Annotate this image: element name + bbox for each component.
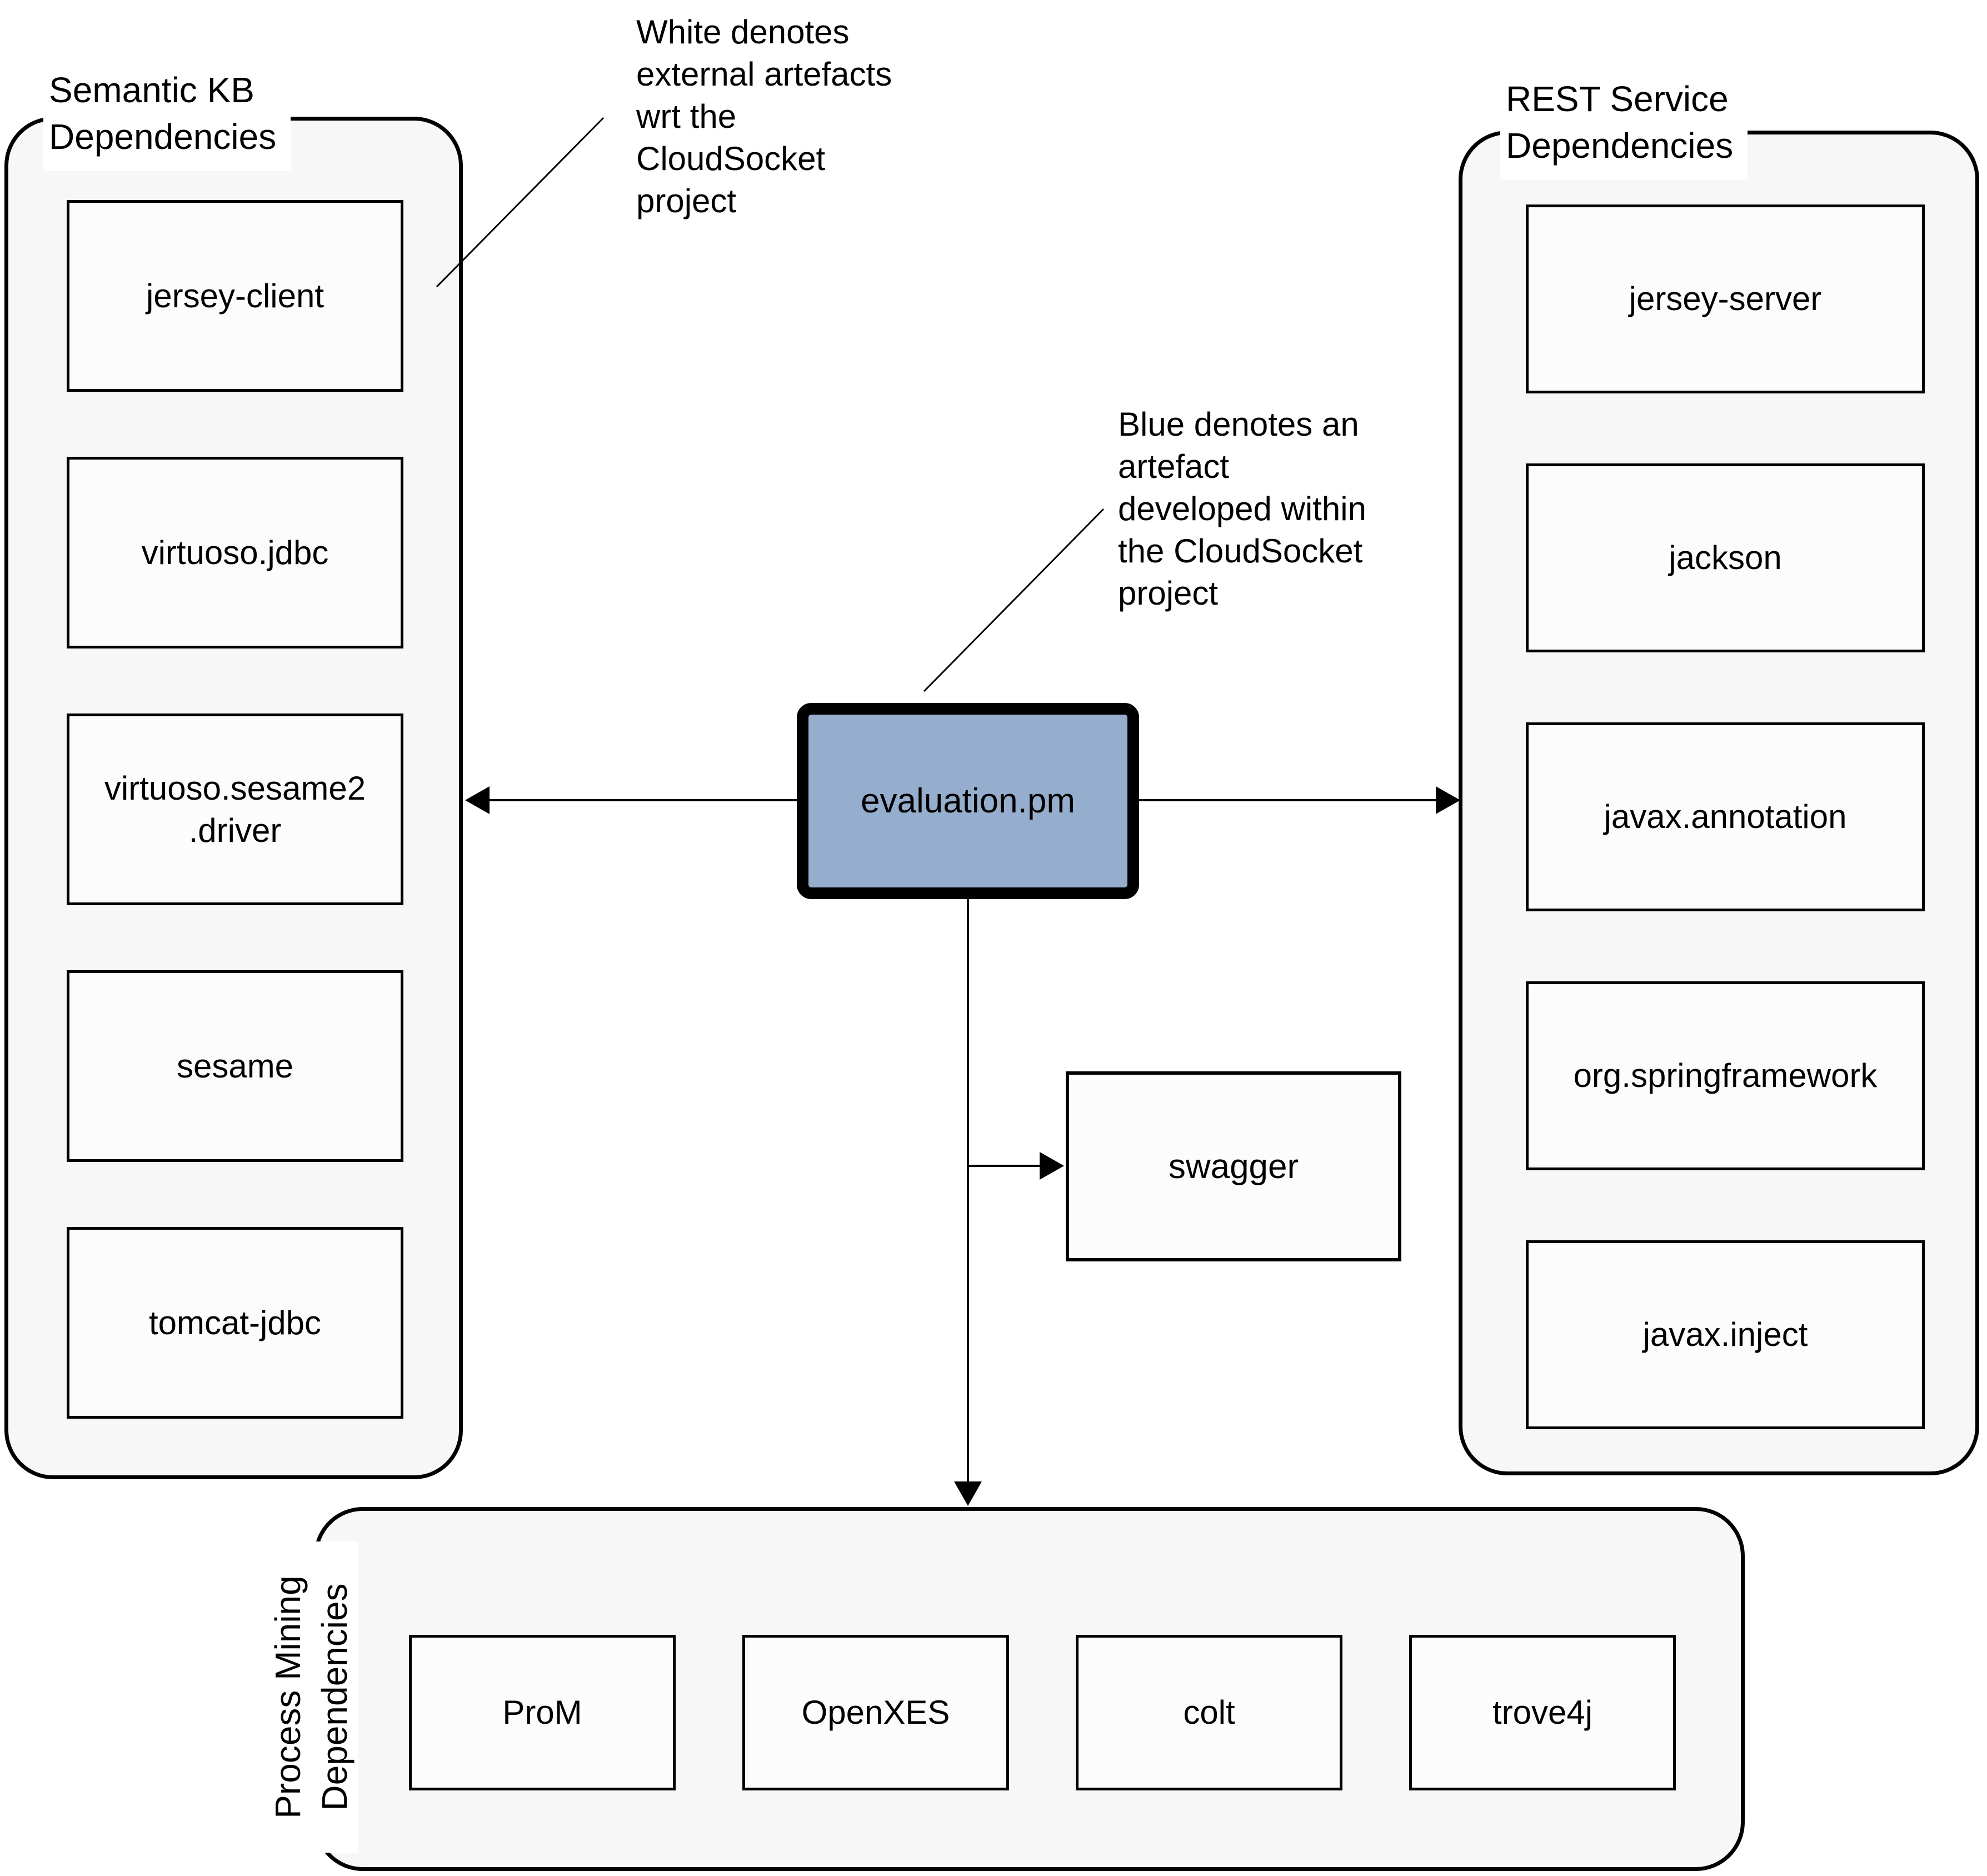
note-white-external-artefacts: White denotes external artefacts wrt the… bbox=[636, 13, 892, 219]
group-title-rest-service: REST Service Dependencies bbox=[1500, 71, 1748, 180]
node-prom: ProM bbox=[409, 1635, 676, 1790]
node-swagger: swagger bbox=[1066, 1071, 1401, 1261]
node-openxes: OpenXES bbox=[742, 1635, 1009, 1790]
node-sesame: sesame bbox=[67, 970, 403, 1162]
node-colt: colt bbox=[1076, 1635, 1342, 1790]
node-javax-inject: javax.inject bbox=[1526, 1240, 1925, 1429]
node-jersey-server: jersey-server bbox=[1526, 204, 1925, 393]
node-org-springframework: org.springframework bbox=[1526, 981, 1925, 1170]
node-virtuoso-sesame2-driver: virtuoso.sesame2 .driver bbox=[67, 714, 403, 905]
leader-line-blue-note bbox=[923, 508, 1105, 692]
node-tomcat-jdbc: tomcat-jdbc bbox=[67, 1227, 403, 1419]
group-title-process-mining: Process Mining Dependencies bbox=[264, 1541, 358, 1853]
node-evaluation-pm: evaluation.pm bbox=[797, 703, 1139, 899]
note-blue-internal-artefact: Blue denotes an artefact developed withi… bbox=[1118, 406, 1366, 612]
node-javax-annotation: javax.annotation bbox=[1526, 722, 1925, 911]
arrowhead-to-semantic-kb bbox=[465, 786, 490, 814]
node-virtuoso-jdbc: virtuoso.jdbc bbox=[67, 457, 403, 648]
arrowhead-to-swagger bbox=[1040, 1152, 1064, 1180]
node-jersey-client: jersey-client bbox=[67, 200, 403, 392]
node-trove4j: trove4j bbox=[1409, 1635, 1676, 1790]
node-jackson: jackson bbox=[1526, 463, 1925, 652]
arrowhead-to-rest-service bbox=[1436, 786, 1460, 814]
group-title-semantic-kb: Semantic KB Dependencies bbox=[43, 62, 291, 171]
arrowhead-to-process-mining bbox=[954, 1481, 982, 1506]
